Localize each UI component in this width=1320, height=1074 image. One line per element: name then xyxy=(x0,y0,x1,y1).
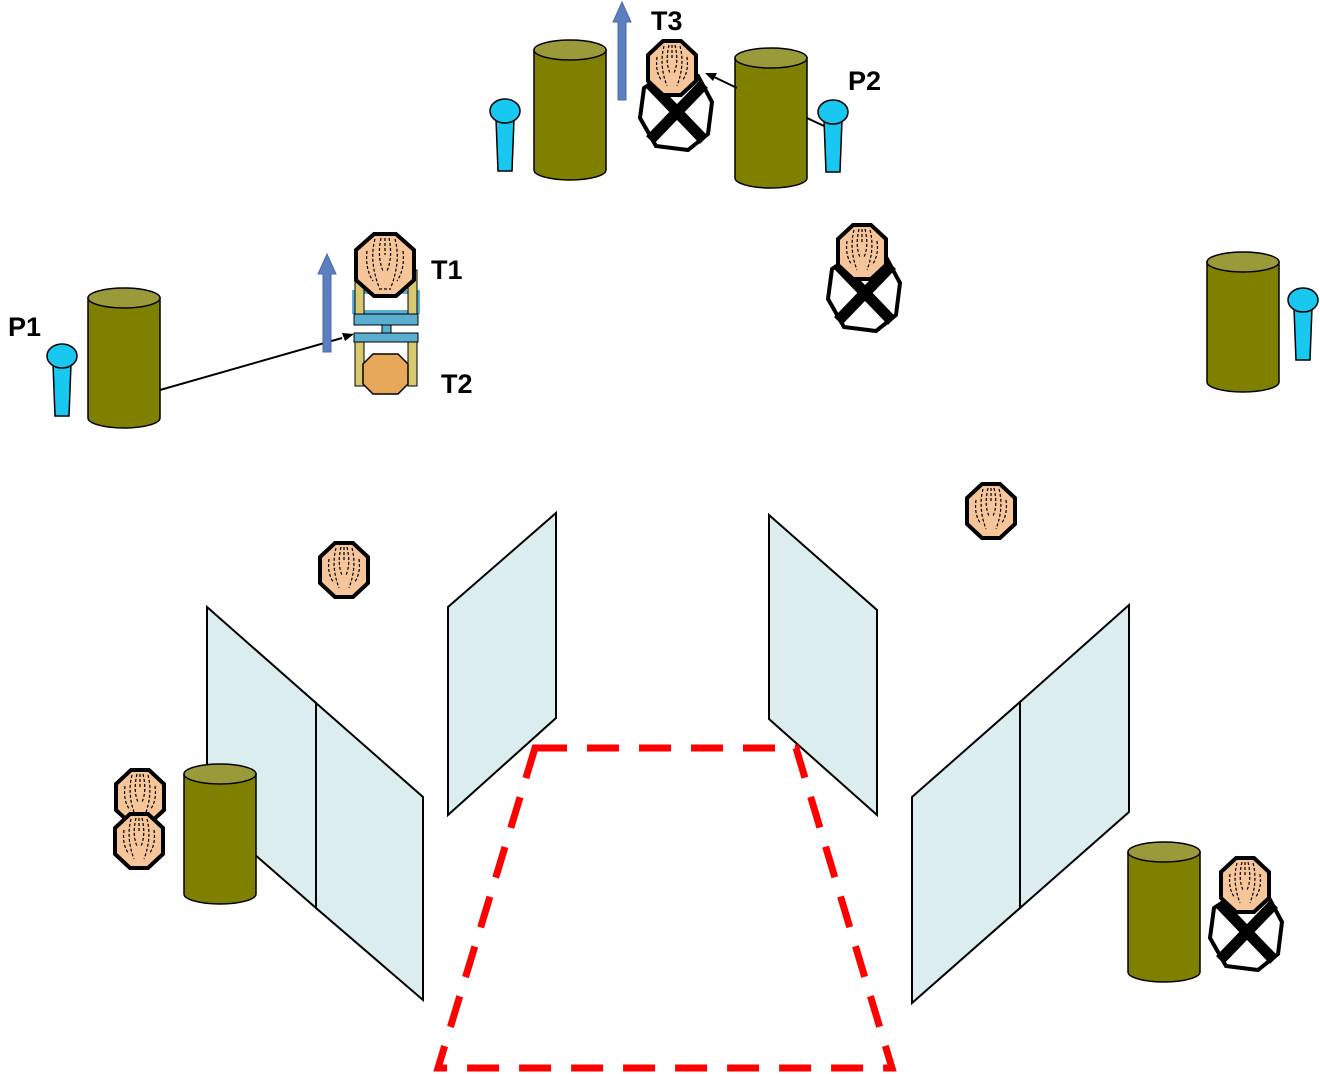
pin-p1 xyxy=(46,343,78,417)
label-t2: T2 xyxy=(441,369,473,399)
label-t1: T1 xyxy=(431,255,463,285)
pin-top-left xyxy=(489,98,521,172)
zone-dashed-trapezoid xyxy=(433,744,897,1072)
cylinder-bottom-right xyxy=(1127,841,1201,983)
link-line-p1 xyxy=(159,337,343,391)
panel-right-outer-b xyxy=(1019,602,1130,911)
panel-right-outer-a xyxy=(911,699,1021,1006)
person-head-t1 xyxy=(354,232,416,298)
cylinder-top-left xyxy=(533,39,607,181)
cylinder-far-right xyxy=(1206,251,1280,393)
cylinder-bottom-left xyxy=(183,763,257,905)
person-head-t3 xyxy=(646,39,698,97)
up-arrow-t3 xyxy=(612,1,632,101)
pin-far-right xyxy=(1287,287,1319,361)
label-t3: T3 xyxy=(651,6,683,36)
person-head-right-mid xyxy=(836,223,888,281)
person-head-center-right xyxy=(965,482,1017,540)
up-arrow-t1 xyxy=(317,253,337,353)
pin-p2 xyxy=(817,99,849,173)
label-p2: P2 xyxy=(848,66,881,96)
panel-left-inner xyxy=(447,510,557,818)
panel-right-inner xyxy=(768,512,878,818)
pointer-arrow-t1 xyxy=(342,333,354,341)
cylinder-top-right xyxy=(734,47,808,189)
robot-icon xyxy=(352,269,420,395)
person-head-bottom-left-b xyxy=(113,812,165,870)
panel-left-outer-b xyxy=(315,700,424,1003)
pointer-arrow-t3 xyxy=(705,73,738,89)
link-line-p2 xyxy=(806,117,825,127)
person-head-center-left xyxy=(318,541,370,599)
cylinder-p1 xyxy=(87,287,161,429)
person-head-bottom-right xyxy=(1219,856,1271,914)
label-p1: P1 xyxy=(8,312,41,342)
